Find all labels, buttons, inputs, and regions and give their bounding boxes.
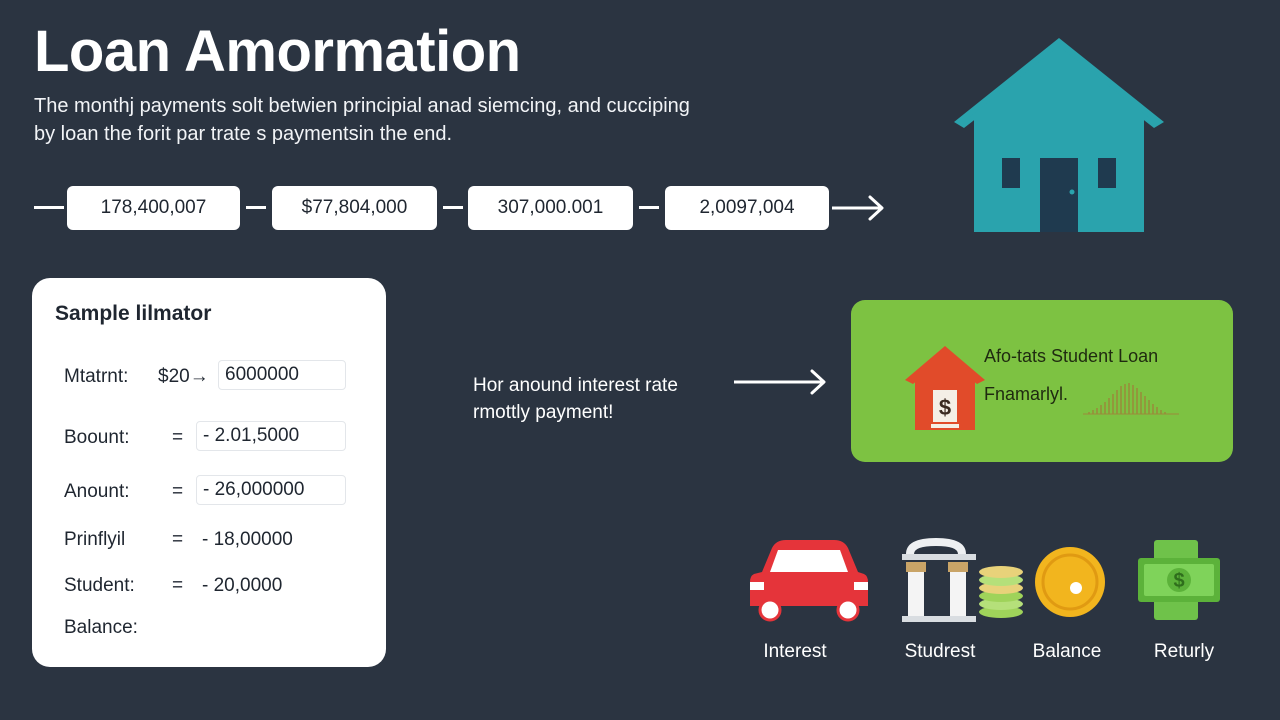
- prinflyil-value: - 18,00000: [202, 529, 293, 550]
- student-loan-card[interactable]: $ Afo-tats Student Loan Fnamarlyl.: [851, 300, 1233, 462]
- coin-icon[interactable]: [1034, 546, 1106, 618]
- flow-connector: [639, 206, 659, 209]
- page-subtitle: The monthj payments solt betwien princip…: [34, 95, 690, 145]
- calc-row-prefix: =: [172, 427, 184, 448]
- flow-step-3: 307,000.001: [468, 186, 633, 230]
- calc-row-label: Balance:: [64, 617, 138, 638]
- sample-calculator-card: Sample lilmator Mtatrnt: $20→ 6000000 Bo…: [32, 278, 386, 667]
- calc-row-prefix: =: [172, 575, 184, 596]
- calc-row-label: Mtatrnt:: [64, 366, 129, 387]
- boount-input[interactable]: - 2.01,5000: [196, 421, 346, 451]
- flow-step-1: 178,400,007: [67, 186, 240, 230]
- svg-text:$: $: [939, 395, 951, 420]
- page-title: Loan Amormation: [34, 19, 521, 84]
- flow-step-4: 2,0097,004: [665, 186, 829, 230]
- arrow-right-icon: [832, 195, 884, 221]
- category-label-returly: Returly: [1153, 641, 1215, 662]
- cash-icon[interactable]: $: [1138, 540, 1224, 624]
- hint-line-1: Hor anound interest rate: [473, 375, 678, 396]
- columns-icon[interactable]: [898, 536, 1028, 624]
- arrow-right-icon: [734, 369, 826, 395]
- hint-line-2: rmottly payment!: [473, 402, 614, 423]
- flow-step-2: $77,804,000: [272, 186, 437, 230]
- calc-row-prefix: =: [172, 481, 184, 502]
- svg-text:$: $: [1173, 570, 1184, 592]
- calc-row-label: Boount:: [64, 427, 130, 448]
- flow-connector: [246, 206, 266, 209]
- category-label-studrest: Studrest: [904, 641, 976, 662]
- trend-chart-icon: [1083, 383, 1179, 415]
- flow-connector: [34, 206, 64, 209]
- calc-row-label: Anount:: [64, 481, 130, 502]
- calculator-title: Sample lilmator: [55, 302, 212, 325]
- category-label-balance: Balance: [1032, 641, 1102, 662]
- calc-row-prefix: $20→: [158, 366, 209, 387]
- flow-connector: [443, 206, 463, 209]
- house-icon: [954, 38, 1164, 232]
- student-loan-title: Afo-tats Student Loan: [984, 346, 1159, 366]
- calc-row-prefix: =: [172, 529, 184, 550]
- student-loan-subtitle: Fnamarlyl.: [984, 384, 1069, 404]
- calc-row-label: Student:: [64, 575, 135, 596]
- anount-input[interactable]: - 26,000000: [196, 475, 346, 505]
- car-icon[interactable]: [750, 538, 868, 624]
- student-value: - 20,0000: [202, 575, 283, 596]
- calc-row-label: Prinflyil: [64, 529, 126, 550]
- dollar-house-icon: $: [905, 346, 985, 430]
- mtatrnt-input[interactable]: 6000000: [218, 360, 346, 390]
- interest-hint: Hor anound interest rate rmottly payment…: [473, 372, 743, 426]
- category-label-interest: Interest: [763, 641, 827, 662]
